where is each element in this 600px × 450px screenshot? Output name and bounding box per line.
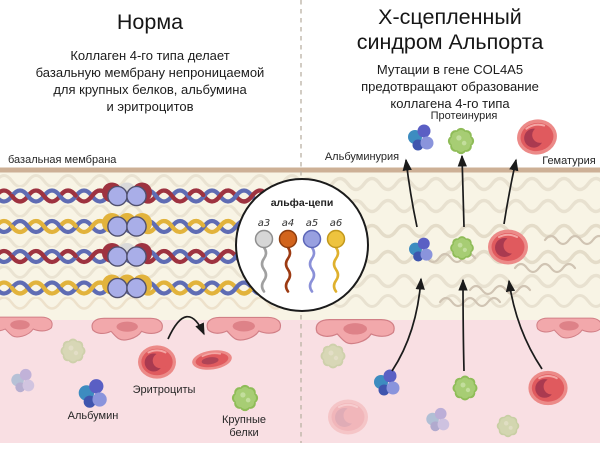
alpha-chains-inset [235,178,369,312]
arrow-albumin-leak-lower [391,277,425,372]
chain-a3-label: а3 [257,218,271,229]
chain-a6-label: а6 [329,218,343,229]
arrow-blocked-erythrocyte [167,315,205,340]
arrow-erythrocyte-leak-lower [505,279,543,370]
basal-membrane-label: базальная мембрана [8,154,117,166]
albuminuria-label: Альбуминурия [324,151,400,163]
erythrocyte [487,228,529,266]
erythrocyte [137,344,177,380]
albumin-label: Альбумин [67,410,119,422]
left-panel-title: Норма [116,10,184,34]
hematuria-label: Гематурия [542,155,596,167]
protein-molecule [447,127,475,155]
basal-membrane-line [0,167,600,173]
arrows [167,154,543,372]
left-panel-description: Коллаген 4-го типа делает базальную мемб… [35,48,265,114]
right-panel-title: Х-сцепленный синдром Альпорта [356,5,544,54]
alpha-chains-title: альфа-цепи [270,197,334,209]
proteinuria-label: Протеинурия [430,110,498,122]
chain-a4-label: а4 [281,218,295,229]
arrow-protein-leak-lower [458,278,468,372]
arrow-erythrocyte-leak-upper [503,158,519,225]
protein-molecule [450,236,474,260]
large-proteins-label: Крупные белки [222,414,266,439]
albumin-molecule [408,124,434,151]
bottom-margin [0,443,600,450]
collagen-network [0,182,300,299]
arrow-albumin-leak-upper [402,158,418,228]
collagen-row [0,274,300,299]
erythrocyte [527,369,569,407]
alpha-chain-a3 [254,229,274,293]
protein-molecule [452,375,478,401]
erythrocyte [513,115,561,159]
collagen-row [0,213,300,237]
collagen-row [0,243,300,267]
right-panel-description: Мутации в гене COL4A5 предотвращают обра… [361,62,539,111]
erythrocytes-label: Эритроциты [132,384,196,396]
arrow-protein-leak-upper [457,154,467,228]
protein-molecule [231,384,259,412]
alpha-chain-a6 [326,229,346,293]
alpha-chain-a5 [302,229,322,293]
collagen-row [0,182,300,207]
chain-a5-label: а5 [305,218,319,229]
alpha-chain-a4 [278,229,298,293]
